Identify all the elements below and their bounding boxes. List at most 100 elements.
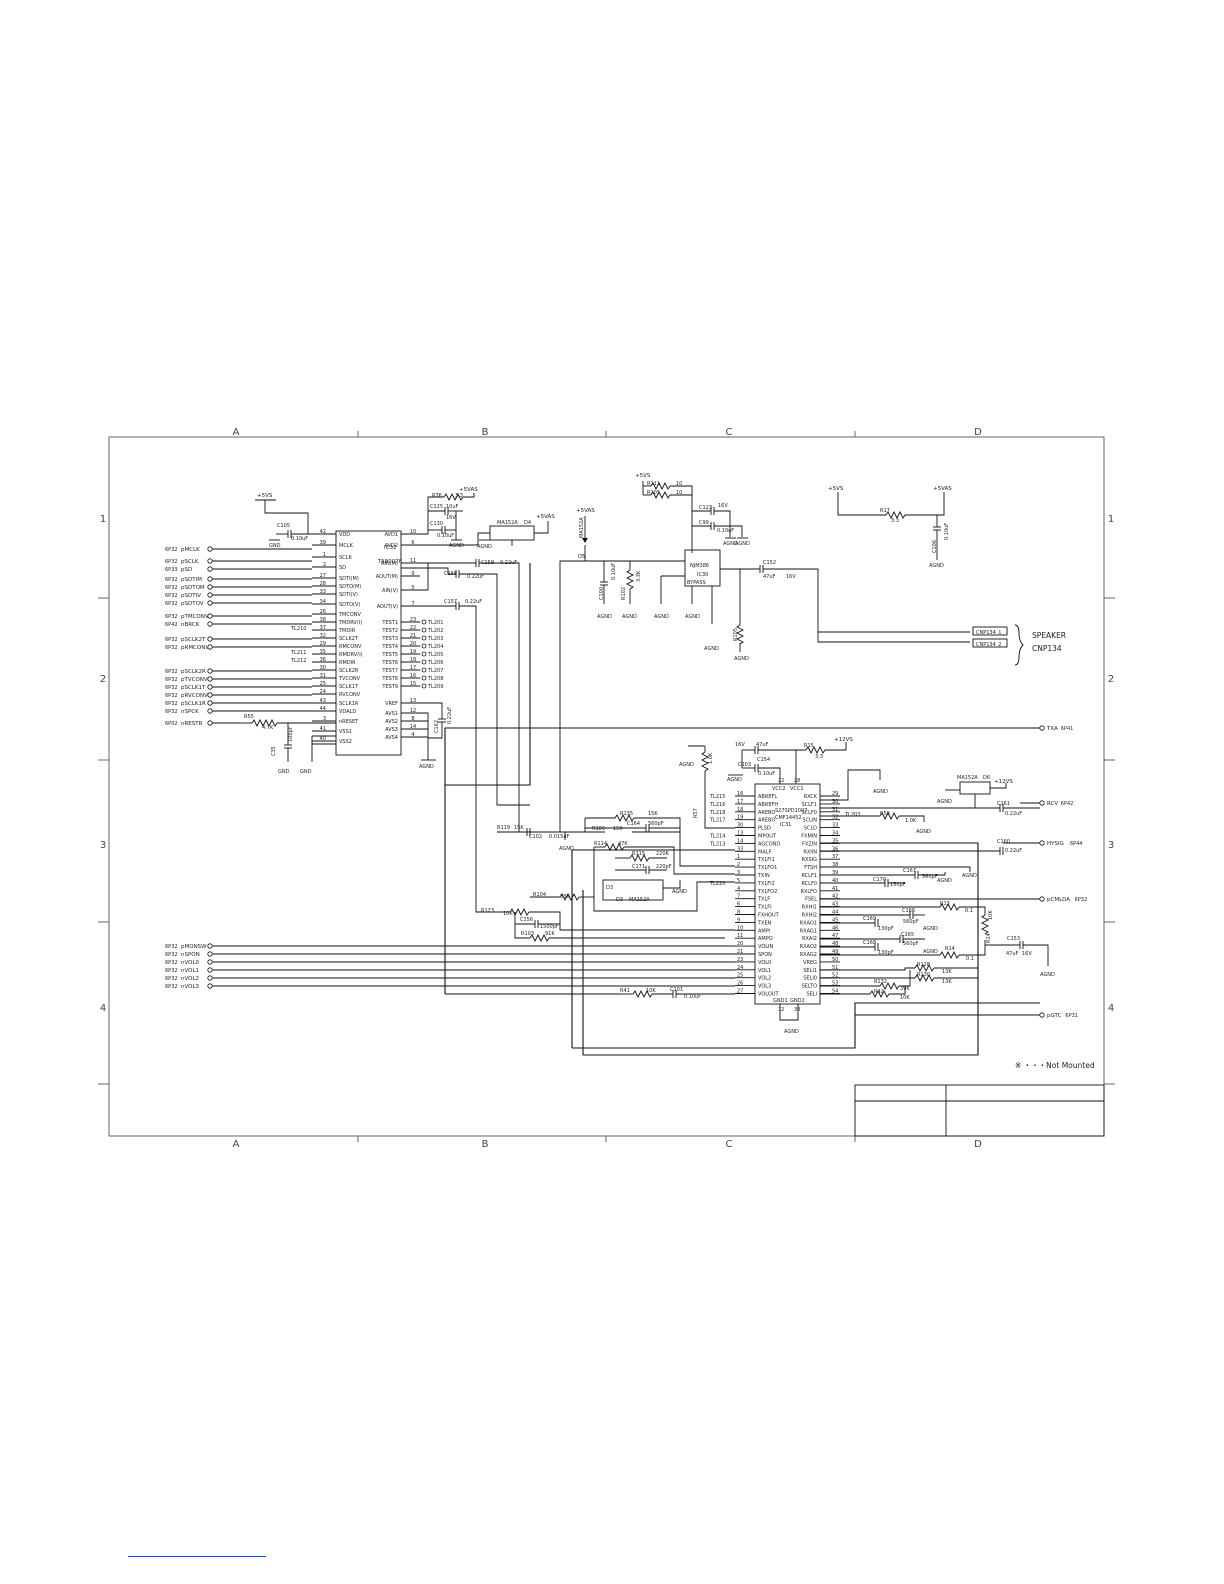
signal-connector-circle — [207, 959, 213, 965]
ic31-right-pin-num: 54 — [832, 989, 838, 995]
ic31-left-pin-num: 10 — [737, 925, 743, 931]
r114-value: 47K — [618, 841, 628, 847]
ic31-right-pin-num: 32 — [832, 815, 838, 821]
c160-value: 0.22uF — [1005, 848, 1022, 854]
ic31-right-pin-name: RXHI1 — [802, 905, 817, 911]
ic31-left-pin-name: VOL3 — [758, 984, 771, 990]
c167-ref: C167 — [903, 868, 916, 874]
d5-part: MA152A — [579, 517, 585, 538]
ic32-right-pin-num: 21 — [410, 633, 416, 639]
signal-name: nVOL3 — [181, 984, 200, 990]
ic31-left-pin-name: AGCOND — [758, 841, 780, 847]
signal-name: nSPCK — [181, 709, 199, 715]
c154-value: 47uF — [756, 742, 769, 748]
ic31-left-pin-num: 26 — [737, 981, 743, 987]
ic31-test-point-label: TL216 — [709, 802, 725, 808]
c35-ref: C35 — [271, 746, 277, 756]
signal-ref: 6P32 — [165, 547, 178, 553]
signal-name: pTMCONV — [181, 614, 209, 620]
c125-ref: C125 — [430, 504, 443, 510]
signal-connector-circle — [207, 600, 213, 606]
r41-ref: R41 — [620, 988, 630, 994]
ic32-left-pin-num: 28 — [320, 581, 326, 587]
signal-name: pMCLK — [181, 547, 200, 553]
ic32-left-pin-name: TMDRV(I) — [338, 620, 362, 626]
ic31-left-pin-name: MPOUT — [758, 834, 777, 840]
signal-name: pSCLK1R — [181, 701, 206, 707]
c169-value: 130pF — [878, 926, 894, 932]
c165-ref: C165 — [901, 932, 914, 938]
ic31-right-pin-num: 46 — [832, 925, 838, 931]
p5vs-label-ic30: +5VS — [635, 473, 651, 479]
ic32-left-pin-name: VDALD — [339, 709, 356, 715]
c102-value: 0.015uF — [549, 834, 569, 840]
ic32-part: TA8007F — [377, 559, 402, 565]
signal-name: pSDTIM — [181, 577, 202, 583]
signal-connector-circle — [207, 684, 213, 690]
r58-ref: R58 — [880, 811, 890, 817]
r123-ref: R123 — [481, 908, 494, 914]
p5vas-label-d5: +5VAS — [576, 508, 595, 514]
ic32-right-pin-num: 10 — [410, 529, 416, 535]
signal-connector-circle — [207, 720, 213, 726]
ic32-left-pin-num: 25 — [320, 681, 326, 687]
zone-labels: A B C D A B C D 1 2 3 4 1 2 3 4 — [100, 427, 1114, 1150]
ic32-left-pin-num: 27 — [320, 573, 326, 579]
c159-ref: C159 — [481, 560, 494, 566]
d6-ref: D6 — [983, 775, 990, 781]
ic31-left-pin-num: 7 — [737, 894, 740, 900]
zone-row-3-left: 3 — [100, 840, 106, 851]
signal-ref: 6P32 — [165, 585, 178, 591]
ic31-left-pin-num: 27 — [737, 989, 743, 995]
c164-value: 560pF — [648, 821, 664, 827]
ic32-left-pin-name: VDD — [339, 532, 350, 538]
agnd-label-c102: AGND — [559, 846, 574, 852]
ic31-left-pin-name: VOLIN — [758, 944, 774, 950]
agnd-label-ic30-pin2: AGND — [654, 614, 669, 620]
right-signal-name: TXA — [1046, 726, 1058, 732]
c101-value: 0.10uF — [684, 994, 701, 1000]
ic31-right-pin-name: RXCK — [804, 794, 818, 800]
ic31-left-pin-num: 2 — [737, 862, 740, 868]
ic31-chip: S27SPD1007 CMF14452 IC31 VCC2 VCC1 22 28… — [754, 778, 821, 1035]
ic32-right-pin-num: 8 — [411, 716, 414, 722]
ic31-ref: IC31 — [780, 822, 791, 828]
agnd-label-c153: AGND — [1040, 972, 1055, 978]
zone-col-d-bottom: D — [974, 1139, 982, 1150]
c166-ref: C166 — [902, 908, 915, 914]
ic32-right-pin-name: VREF — [385, 701, 398, 707]
ic31-right-pins: 29RXCK30SCLF131SCLF032SCLIN33SCLO34FXMIN… — [800, 791, 840, 998]
ic32-left-pin-name: RMDIR — [339, 660, 356, 666]
r102-ref: R102 — [621, 587, 627, 600]
ic32-right-pin-name: AOUT(V) — [377, 604, 398, 610]
signal-ref: 6P32 — [165, 709, 178, 715]
right-signal-name: pGTC — [1047, 1013, 1062, 1019]
ic31-left-pin-num: 6 — [737, 902, 740, 908]
c130-ref: C130 — [430, 521, 443, 527]
ic31-left-pin-name: SPON — [758, 952, 772, 958]
r36-value: 3.3 — [455, 493, 463, 499]
c156-value: 1500pF — [540, 924, 559, 930]
ic32-right-pin-num: 15 — [410, 681, 416, 687]
c157-value: 0.22uF — [465, 599, 482, 605]
ic31-vcc2-num: 22 — [778, 778, 784, 784]
r103-ref: R103 — [521, 931, 534, 937]
signal-ref: 6P32 — [165, 984, 178, 990]
c162-value: 0.22uF — [447, 707, 453, 724]
ic31-gnd1: GND1 — [773, 998, 788, 1004]
zone-row-4-right: 4 — [1108, 1003, 1114, 1014]
signal-name: pSCLK2R — [181, 669, 206, 675]
zone-col-c-bottom: C — [726, 1139, 733, 1150]
c171-value: 220pF — [656, 864, 672, 870]
ic31-left-pin-name: AMPI — [758, 928, 770, 934]
right-signal-name: HYSIG — [1047, 841, 1064, 847]
signal-name: nVOL0 — [181, 960, 200, 966]
p12vs-label-d6: +12VS — [994, 779, 1013, 785]
r135-ref: R135 — [620, 811, 633, 817]
ic32-left-pin-num: 3 — [323, 716, 326, 722]
c35-value: 100pF — [288, 726, 294, 742]
ic32-right-pin-num: 18 — [410, 657, 416, 663]
ic32-left-pin-name: VSS2 — [339, 739, 352, 745]
ic31-right-pin-num: 38 — [832, 862, 838, 868]
